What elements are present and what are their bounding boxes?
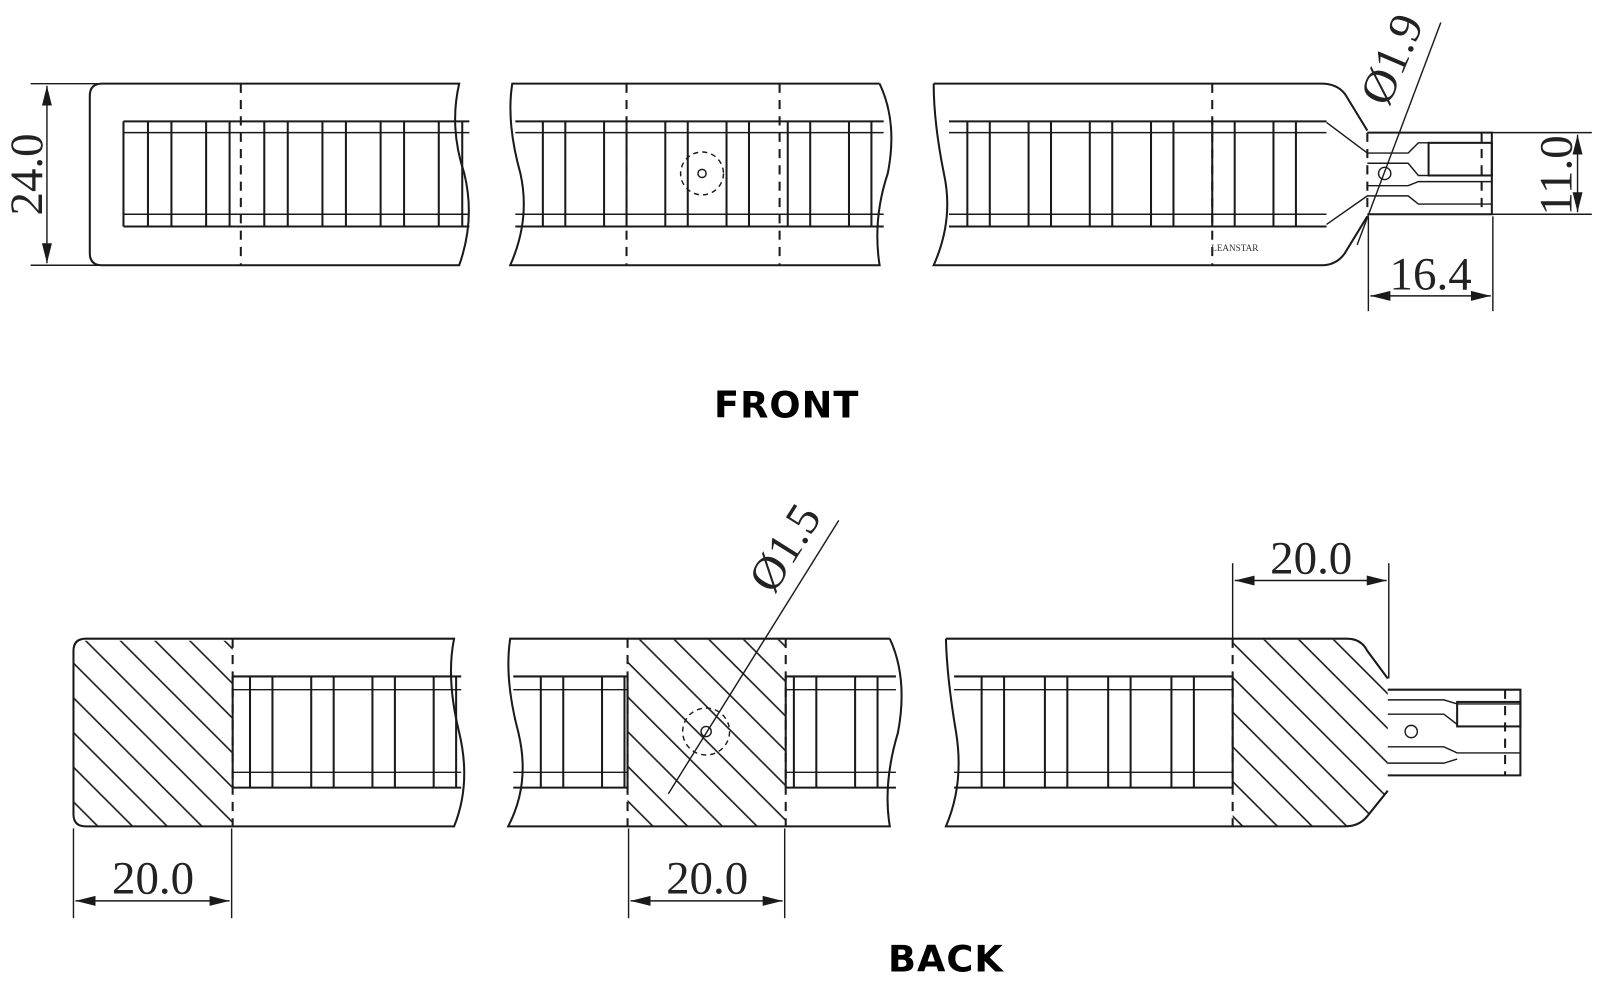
back-view: Ø1.5 20.0 20.0 20.0 BACK (72, 495, 1522, 980)
solder-hole-icon (1404, 724, 1419, 739)
back-pad-left (73, 640, 233, 827)
back-connector (1387, 688, 1522, 777)
hidden-hole-outline (681, 707, 731, 756)
back-pad-right (1232, 639, 1388, 827)
dim-right-pad: 20.0 (1270, 532, 1352, 584)
front-title: FRONT (714, 383, 859, 426)
brand-label: LEANSTAR (1211, 243, 1259, 253)
solder-hole-icon (1377, 166, 1392, 181)
hidden-hole-icon (697, 168, 707, 179)
front-segment-right-outline (932, 82, 1369, 267)
front-led-ribs (122, 120, 1327, 228)
leader-line (667, 519, 840, 795)
back-led-ribs (231, 675, 1234, 789)
front-connector (1326, 121, 1493, 226)
front-segment-left-outline (88, 82, 470, 267)
dim-width: 24.0 (1, 133, 53, 215)
dim-connector-length: 16.4 (1390, 249, 1472, 301)
dim-back-hole-diameter: Ø1.5 (739, 495, 832, 601)
back-title: BACK (888, 937, 1004, 980)
front-segment-middle-outline (508, 82, 893, 267)
dim-connector-width: 11.0 (1530, 135, 1582, 215)
leader-line (1356, 22, 1442, 246)
front-view: LEANSTAR 24.0 11.0 16.4 Ø1.9 FRONT (1, 7, 1592, 426)
dim-left-pad: 20.0 (112, 853, 194, 905)
dim-middle-pad: 20.0 (666, 853, 748, 905)
dim-hole-diameter: Ø1.9 (1350, 7, 1434, 112)
hidden-hole-outline (679, 151, 725, 196)
